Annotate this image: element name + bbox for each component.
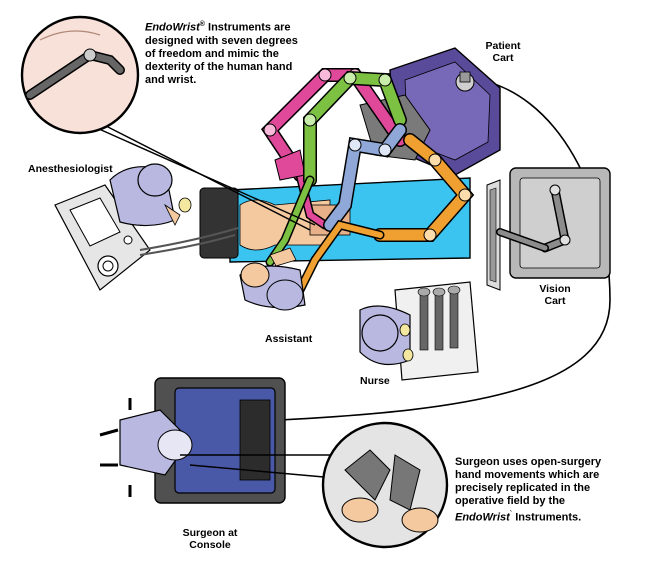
surgeon-hand-movement-callout: Surgeon uses open-surgery hand movements…: [455, 456, 645, 525]
surgeon-console-label-line2: Console: [189, 539, 231, 551]
assistant-figure: [239, 247, 306, 311]
nurse-label: Nurse: [360, 375, 390, 387]
callout-bottom-line5-rest: Instruments.: [512, 511, 582, 524]
patient-cart-label-line1: Patient: [485, 40, 521, 52]
trademark-mark: `: [509, 511, 513, 518]
surgeon-console-label: Surgeon at Console: [175, 527, 245, 551]
callout-top-line5: and wrist.: [145, 73, 197, 86]
callout-bottom-line1: Surgeon uses open-surgery: [455, 456, 602, 468]
surgeon-console: [154, 377, 286, 504]
assistant-label: Assistant: [265, 333, 313, 345]
callout-bottom-line5: EndoWrist` Instruments.: [455, 508, 645, 525]
callout-top-line1-rest: Instruments are: [204, 21, 291, 34]
nurse-figure: [359, 305, 414, 366]
surgeon-figure: [99, 398, 193, 497]
instrument-tray: [394, 281, 479, 381]
anesthesiologist-figure: [109, 163, 192, 227]
callout-bottom-line3: precisely replicated in the: [455, 482, 591, 494]
vision-cart: [486, 167, 611, 291]
patient-cart-label-line2: Cart: [492, 52, 514, 64]
arm-blue: [323, 123, 407, 232]
vision-cart-label: Vision Cart: [530, 283, 580, 307]
vision-cart-label-line1: Vision: [539, 283, 571, 295]
anesthesia-machine: [54, 184, 239, 291]
callout-top-line3: of freedom and mimic the: [145, 47, 279, 60]
endowrist-description-callout: EndoWrist® Instruments are designed with…: [145, 18, 345, 87]
callout-top-line1: EndoWrist® Instruments are: [145, 18, 345, 35]
endowrist-brand: EndoWrist: [145, 21, 200, 34]
system-cable: [279, 77, 611, 421]
endowrist-zoom-circle: [20, 15, 316, 231]
patient-cart-label: Patient Cart: [478, 40, 528, 64]
vision-cart-label-line2: Cart: [544, 295, 566, 307]
callout-top-line4: dexterity of the human hand: [145, 60, 293, 73]
callout-top-line2: designed with seven degrees: [145, 34, 298, 47]
endowrist-brand-bottom: EndoWrist: [455, 511, 510, 524]
arm-orange: [295, 133, 475, 295]
registered-mark: ®: [199, 21, 205, 28]
callout-bottom-line2: hand movements which are: [455, 469, 600, 481]
surgeon-console-label-line1: Surgeon at: [182, 527, 238, 539]
callout-bottom-line4: operative field by the: [455, 495, 566, 507]
hand-controls-zoom-circle: [180, 421, 449, 549]
anesthesiologist-label: Anesthesiologist: [28, 163, 113, 175]
